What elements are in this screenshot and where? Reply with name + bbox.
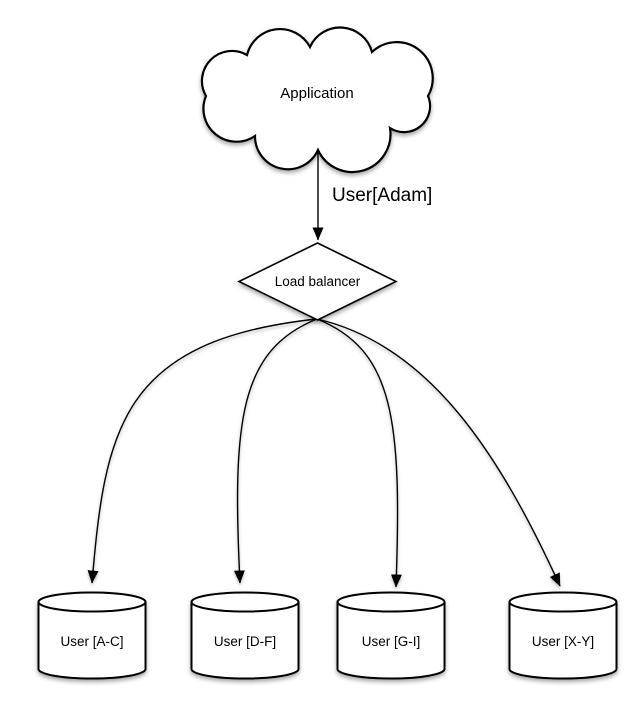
load-balancer-diamond-shape <box>237 242 398 321</box>
load-balancer-label: Load balancer <box>275 274 361 289</box>
shard-node-x-y: User [X-Y] <box>508 591 618 680</box>
shard-node-g-i: User [G-I] <box>336 591 446 680</box>
shard-label-a-c: User [A-C] <box>60 634 123 649</box>
shard-cylinder-d-f-top <box>190 591 300 613</box>
edge-lb-to-shard-x-y <box>316 318 561 587</box>
application-node: Application <box>200 26 434 174</box>
shard-cylinder-g-i <box>336 602 446 680</box>
application-cloud-shape <box>200 26 434 174</box>
application-label: Application <box>280 85 353 102</box>
shard-cylinder-a-c <box>37 602 147 680</box>
shard-cylinder-x-y-top <box>508 591 618 613</box>
shard-label-d-f: User [D-F] <box>214 634 276 649</box>
shard-cylinder-a-c-top <box>37 591 147 613</box>
edge-lb-to-shard-a-c <box>87 318 318 584</box>
edge-label-user-adam: User[Adam] <box>332 185 432 206</box>
edge-lb-to-shard-d-f <box>233 318 318 584</box>
edge-lb-to-shard-g-i <box>316 318 402 588</box>
shard-cylinder-x-y <box>508 602 618 680</box>
shard-label-x-y: User [X-Y] <box>532 634 594 649</box>
load-balancer-node: Load balancer <box>237 242 398 321</box>
shard-label-g-i: User [G-I] <box>362 634 421 649</box>
lb-to-shard-edges <box>87 318 561 588</box>
shard-cylinder-g-i-top <box>336 591 446 613</box>
shard-node-d-f: User [D-F] <box>190 591 300 680</box>
app-to-lb-edge: User[Adam] <box>312 150 432 241</box>
shard-node-a-c: User [A-C] <box>37 591 147 680</box>
shard-cylinder-d-f <box>190 602 300 680</box>
